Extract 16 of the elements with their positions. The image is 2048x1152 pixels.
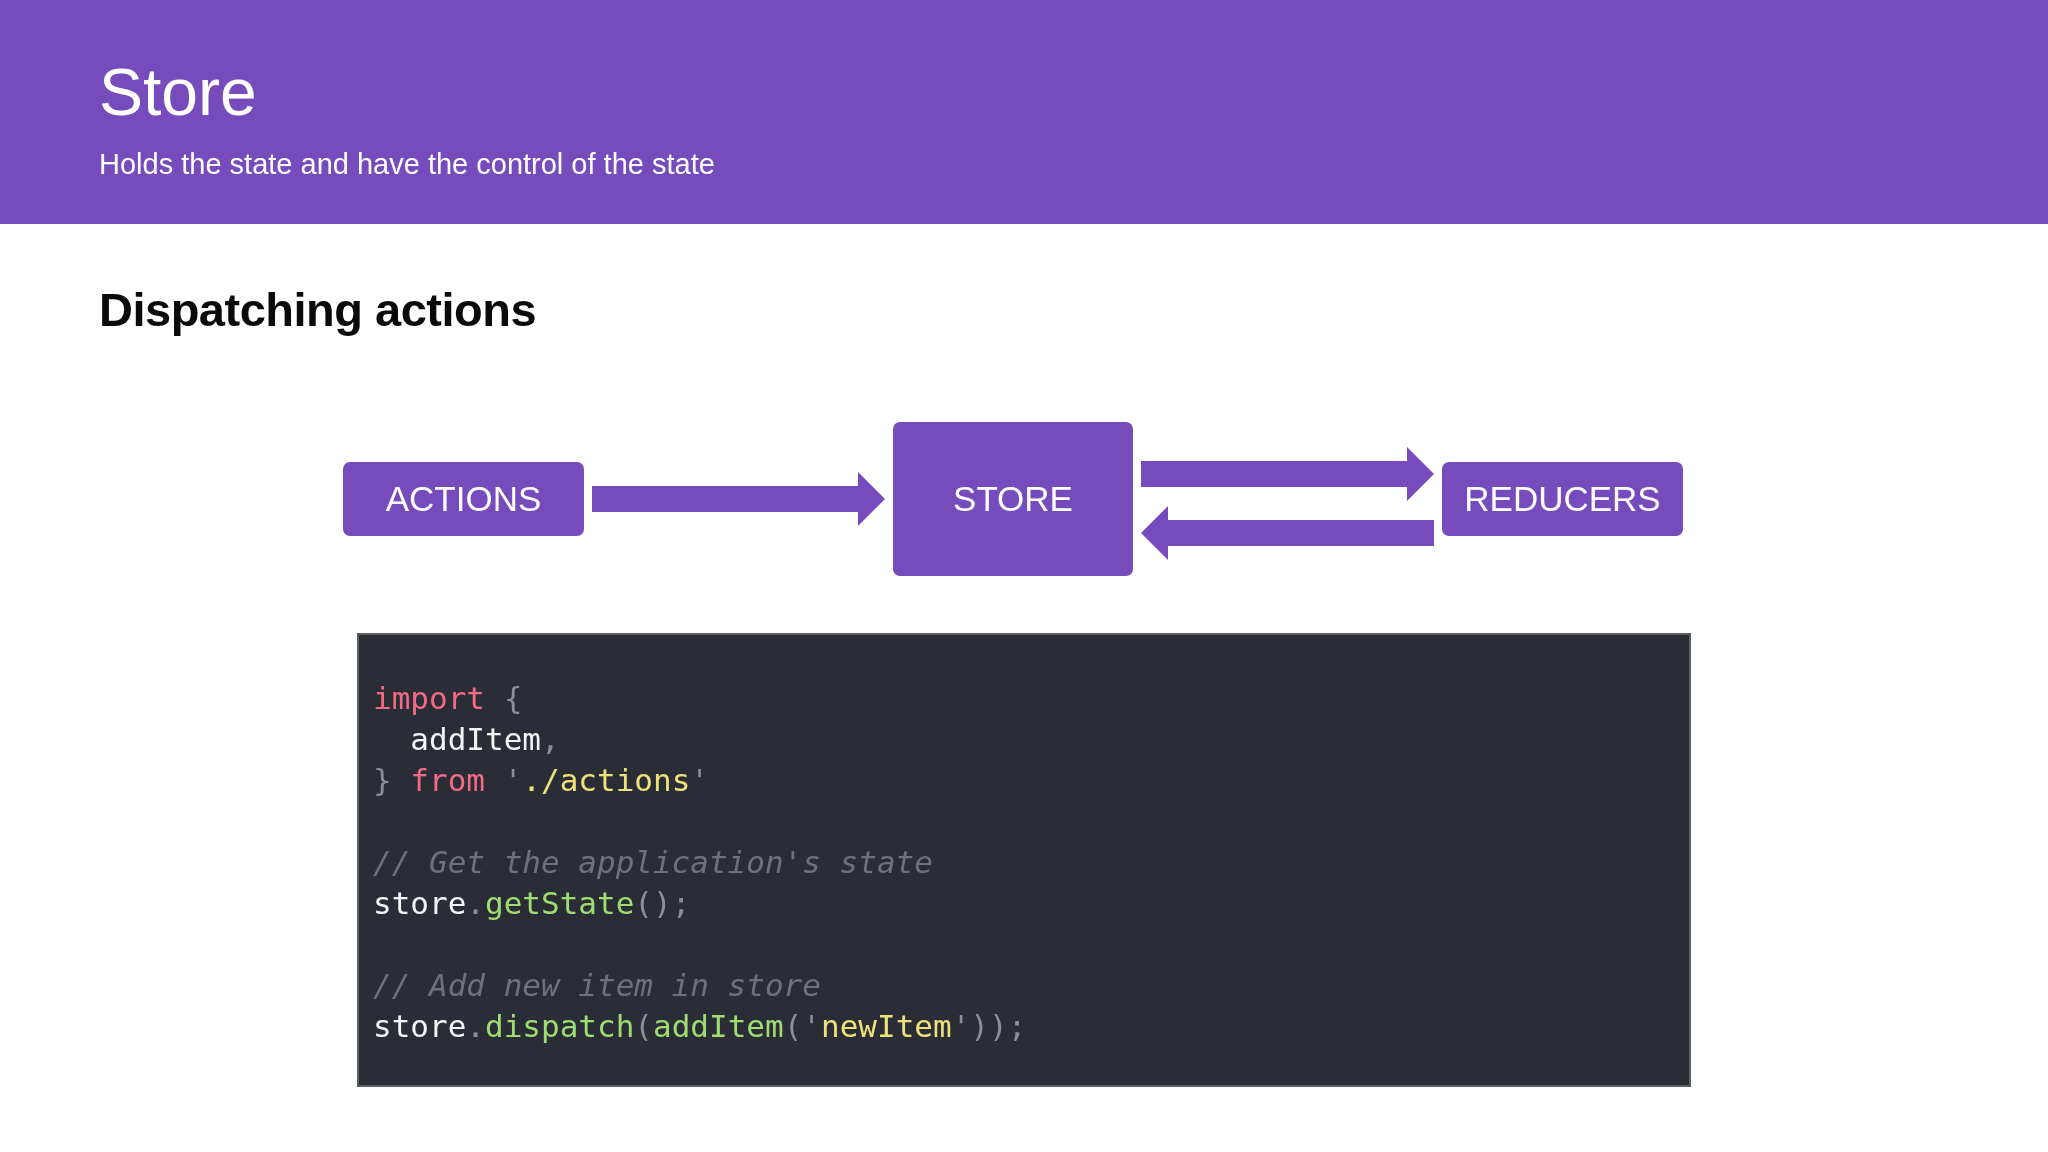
- process-box: ACTIONS: [343, 462, 584, 536]
- code-line: import {: [373, 679, 523, 718]
- code-line: // Add new item in store: [373, 966, 821, 1005]
- process-box: STORE: [893, 422, 1133, 576]
- code-line: // Get the application's state: [373, 843, 933, 882]
- arrow: [1141, 447, 1434, 501]
- arrow: [592, 472, 885, 526]
- arrow: [1141, 506, 1434, 560]
- process-box: REDUCERS: [1442, 462, 1683, 536]
- code-line: store.getState();: [373, 884, 691, 923]
- code-line: store.dispatch(addItem('newItem'));: [373, 1007, 1027, 1046]
- section-heading: Dispatching actions: [99, 282, 537, 338]
- slide-subtitle: Holds the state and have the control of the state: [99, 147, 715, 182]
- code-line: addItem,: [409, 720, 560, 759]
- code-line: } from './actions': [373, 761, 709, 800]
- slide-title: Store: [99, 55, 257, 131]
